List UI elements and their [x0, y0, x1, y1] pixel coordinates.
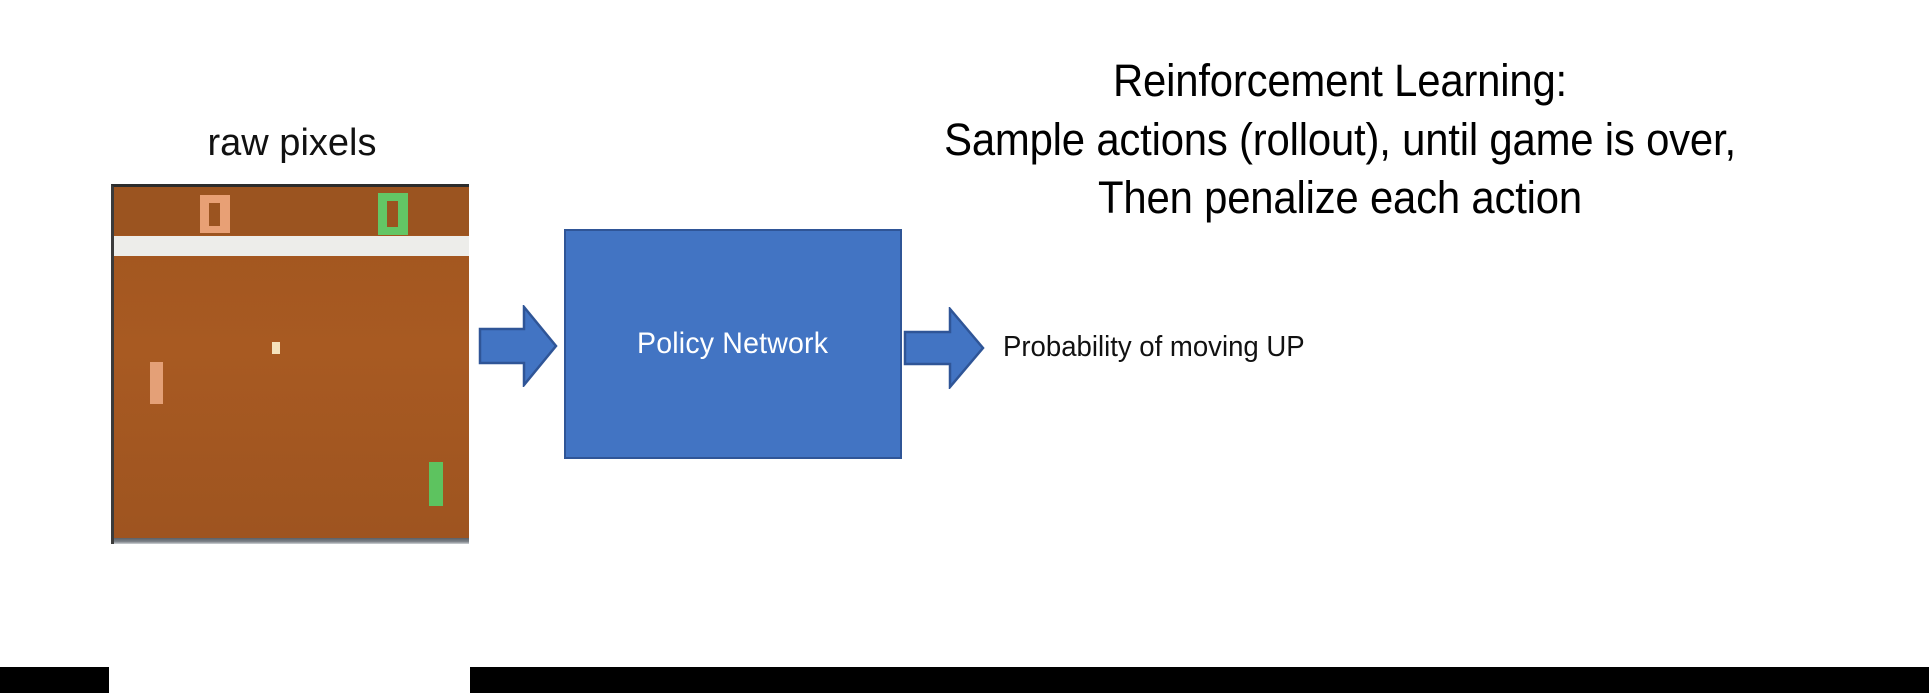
input-arrow-icon: [478, 305, 558, 387]
score-band: [114, 187, 469, 235]
policy-network-box: Policy Network: [564, 229, 902, 459]
raw-pixels-caption: raw pixels: [207, 122, 377, 164]
output-label: Probability of moving UP: [1003, 331, 1305, 363]
headline-line-2: Sample actions (rollout), until game is …: [944, 113, 1736, 165]
right-paddle: [429, 462, 443, 506]
bottom-black-bar-left: [0, 667, 109, 693]
bottom-rail: [114, 538, 469, 544]
left-score-digit: [200, 195, 230, 233]
pong-game-screen: [111, 184, 469, 544]
right-score-digit: [378, 193, 408, 235]
headline-block: Reinforcement Learning: Sample actions (…: [801, 52, 1880, 228]
bottom-black-bar-right: [470, 667, 1929, 693]
headline-line-3: Then penalize each action: [1098, 172, 1582, 223]
policy-network-label: Policy Network: [637, 327, 829, 360]
output-arrow-icon: [903, 307, 985, 389]
top-wall: [114, 236, 469, 256]
ball: [272, 342, 280, 354]
left-paddle: [150, 362, 163, 404]
headline-line-1: Reinforcement Learning:: [1112, 55, 1568, 106]
